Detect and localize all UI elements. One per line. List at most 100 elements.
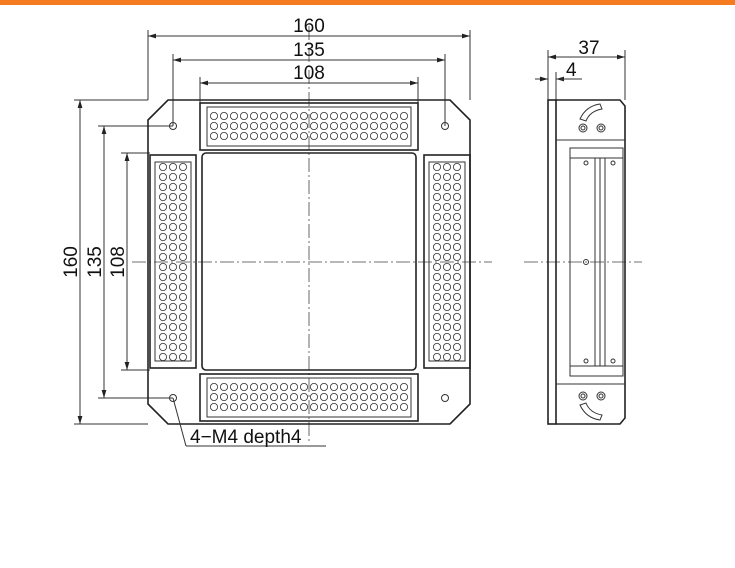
led-dot (339, 402, 348, 411)
led-dot (178, 182, 187, 191)
led-dot (178, 262, 187, 271)
led-dot (168, 332, 177, 341)
led-dot (452, 182, 461, 191)
led-dot (349, 382, 358, 391)
led-dot (399, 131, 408, 140)
led-dot (442, 172, 451, 181)
led-dot (369, 392, 378, 401)
led-dot (178, 202, 187, 211)
led-dot (349, 131, 358, 140)
led-dot (389, 131, 398, 140)
led-dot (209, 402, 218, 411)
led-dot (379, 382, 388, 391)
led-dot (399, 122, 408, 131)
led-bar-top (199, 102, 419, 151)
led-dot (168, 162, 177, 171)
led-bar-bottom (199, 373, 419, 422)
led-dot (339, 382, 348, 391)
led-dot (178, 302, 187, 311)
led-dot (399, 392, 408, 401)
led-dot (219, 122, 228, 131)
led-dot (432, 342, 441, 351)
led-dot (178, 352, 187, 361)
led-dot (339, 122, 348, 131)
led-dot (259, 382, 268, 391)
svg-text:160: 160 (293, 16, 325, 37)
led-dot (442, 282, 451, 291)
led-dot (168, 342, 177, 351)
led-dot (239, 122, 248, 131)
led-dot (379, 112, 388, 121)
center-window (201, 152, 417, 371)
led-dot (158, 252, 167, 261)
dimension-height-inner: 108 (108, 152, 150, 371)
led-dot (269, 131, 278, 140)
led-dot (432, 332, 441, 341)
led-dot (389, 112, 398, 121)
led-dot (178, 192, 187, 201)
led-dot (329, 392, 338, 401)
led-dot (158, 232, 167, 241)
led-bar-right (423, 154, 471, 369)
led-dot (178, 272, 187, 281)
led-dot (432, 212, 441, 221)
led-dot (319, 131, 328, 140)
led-dot (259, 112, 268, 121)
led-dot (178, 282, 187, 291)
led-dot (452, 312, 461, 321)
led-dot (359, 402, 368, 411)
led-dot (178, 172, 187, 181)
led-dot (168, 262, 177, 271)
led-dot (329, 402, 338, 411)
led-dot (158, 342, 167, 351)
led-dot (249, 131, 258, 140)
led-dot (432, 262, 441, 271)
led-dot (168, 352, 177, 361)
led-dot (359, 382, 368, 391)
led-dot (168, 292, 177, 301)
svg-text:108: 108 (293, 63, 325, 84)
led-dot (158, 192, 167, 201)
led-dot (168, 182, 177, 191)
led-dot (442, 352, 451, 361)
led-dot (442, 202, 451, 211)
led-dot (209, 122, 218, 131)
led-dot (158, 322, 167, 331)
led-dot (178, 332, 187, 341)
led-dot (442, 212, 451, 221)
svg-text:4−M4 depth4: 4−M4 depth4 (190, 427, 302, 448)
led-dot (452, 352, 461, 361)
header-accent-bar (0, 0, 735, 5)
led-dot (289, 122, 298, 131)
led-dot (239, 402, 248, 411)
led-dot (178, 292, 187, 301)
led-dot (229, 122, 238, 131)
led-dot (452, 212, 461, 221)
svg-text:160: 160 (61, 246, 82, 278)
led-dot (178, 162, 187, 171)
led-dot (442, 322, 451, 331)
led-dot (339, 392, 348, 401)
led-dot (379, 122, 388, 131)
svg-text:135: 135 (85, 246, 106, 278)
led-dot (432, 292, 441, 301)
led-dot (369, 382, 378, 391)
led-dot (452, 262, 461, 271)
led-dot (239, 131, 248, 140)
led-dot (209, 382, 218, 391)
led-dot (168, 322, 177, 331)
led-dot (279, 112, 288, 121)
led-dot (178, 212, 187, 221)
led-dot (319, 382, 328, 391)
led-dot (452, 252, 461, 261)
svg-text:4: 4 (566, 60, 577, 81)
led-dot (168, 192, 177, 201)
led-dot (452, 192, 461, 201)
led-dot (452, 272, 461, 281)
led-dot (442, 192, 451, 201)
led-dot (178, 222, 187, 231)
led-dot (339, 112, 348, 121)
led-dot (249, 122, 258, 131)
led-dot (309, 112, 318, 121)
